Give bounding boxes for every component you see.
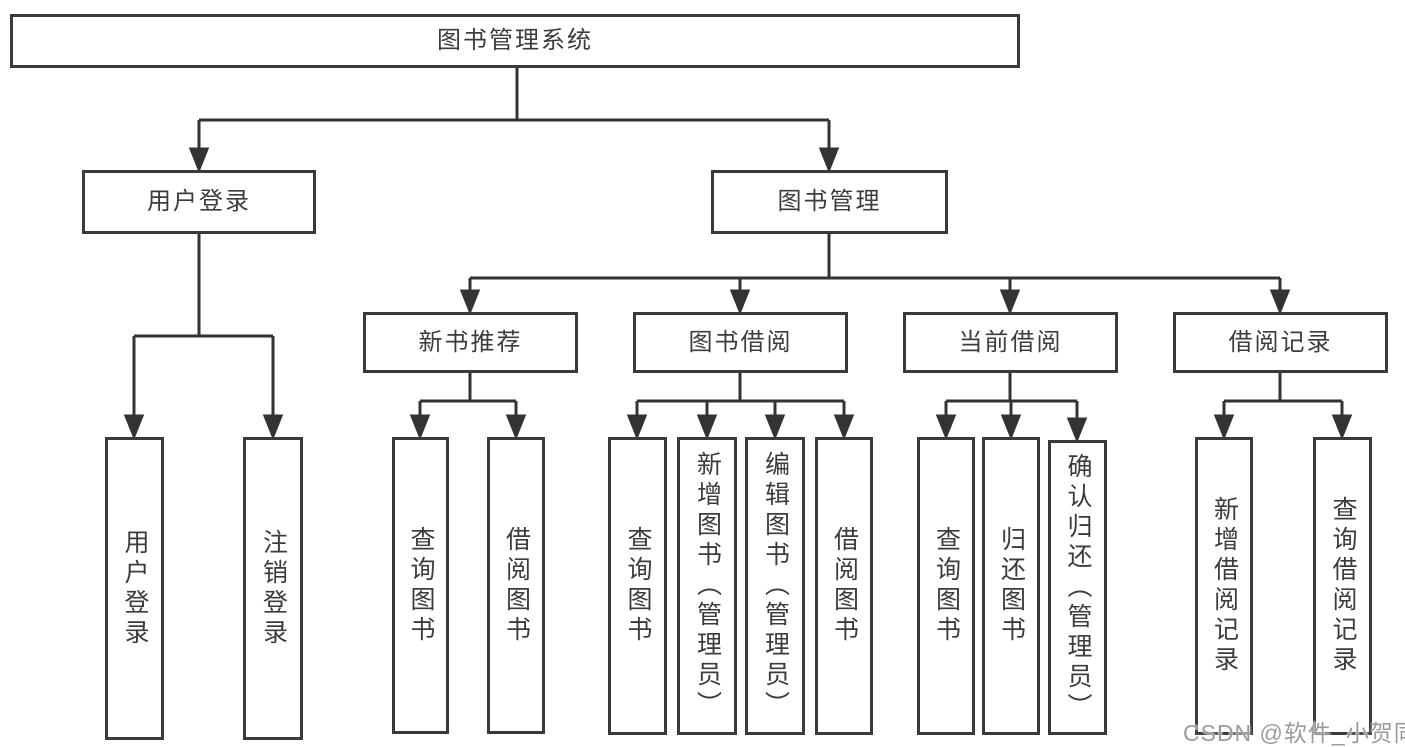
leaf-return-book: 归还图书 — [982, 437, 1040, 735]
csdn-watermark: CSDN @软件_小贺同学 — [1183, 720, 1405, 746]
connector-root-to-level2 — [188, 68, 840, 174]
arrow-down-icon — [123, 414, 145, 441]
connector-user-login-to-leaves — [123, 234, 284, 441]
leaf-query-book-borrowing: 查询图书 — [608, 437, 667, 735]
arrow-down-icon — [1331, 414, 1353, 441]
arrow-down-icon — [1066, 417, 1088, 444]
node-new-book-recommend: 新书推荐 — [363, 312, 578, 373]
leaf-confirm-return-admin: 确认归还（管理员） — [1048, 440, 1107, 735]
arrow-down-icon — [818, 147, 840, 174]
arrow-down-icon — [764, 414, 786, 441]
arrow-down-icon — [505, 414, 527, 441]
arrow-down-icon — [1269, 289, 1291, 316]
arrow-down-icon — [696, 414, 718, 441]
arrow-down-icon — [1213, 414, 1235, 441]
leaf-add-borrow-record: 新增借阅记录 — [1195, 437, 1253, 735]
node-book-borrowing: 图书借阅 — [633, 312, 848, 373]
connector-book-borrow-to-leaves — [626, 373, 855, 441]
arrow-down-icon — [729, 289, 751, 316]
leaf-logout: 注销登录 — [243, 437, 303, 740]
leaf-borrow-book-recommend: 借阅图书 — [487, 437, 545, 734]
arrow-down-icon — [459, 289, 481, 316]
arrow-down-icon — [833, 414, 855, 441]
connector-current-borrow-to-leaves — [935, 373, 1088, 444]
arrow-down-icon — [935, 414, 957, 441]
node-root-system: 图书管理系统 — [10, 14, 1020, 68]
arrow-down-icon — [1000, 414, 1022, 441]
leaf-add-book-admin: 新增图书（管理员） — [677, 437, 737, 735]
connector-borrow-records-to-leaves — [1213, 373, 1353, 441]
arrow-down-icon — [999, 289, 1021, 316]
leaf-query-book-recommend: 查询图书 — [392, 437, 449, 734]
arrow-down-icon — [262, 414, 284, 441]
arrow-down-icon — [409, 414, 431, 441]
leaf-query-book-current: 查询图书 — [917, 437, 975, 735]
arrow-down-icon — [626, 414, 648, 441]
leaf-query-borrow-record: 查询借阅记录 — [1313, 437, 1372, 735]
leaf-user-login: 用户登录 — [105, 437, 164, 740]
connector-book-mgmt-to-level3 — [459, 234, 1291, 316]
leaf-edit-book-admin: 编辑图书（管理员） — [745, 437, 805, 735]
connector-new-book-to-leaves — [409, 373, 527, 441]
node-book-management: 图书管理 — [711, 170, 948, 234]
node-current-borrowing: 当前借阅 — [903, 312, 1118, 373]
arrow-down-icon — [188, 147, 210, 174]
node-borrowing-records: 借阅记录 — [1173, 312, 1388, 373]
leaf-borrow-book: 借阅图书 — [815, 437, 873, 735]
node-user-login: 用户登录 — [82, 170, 316, 234]
